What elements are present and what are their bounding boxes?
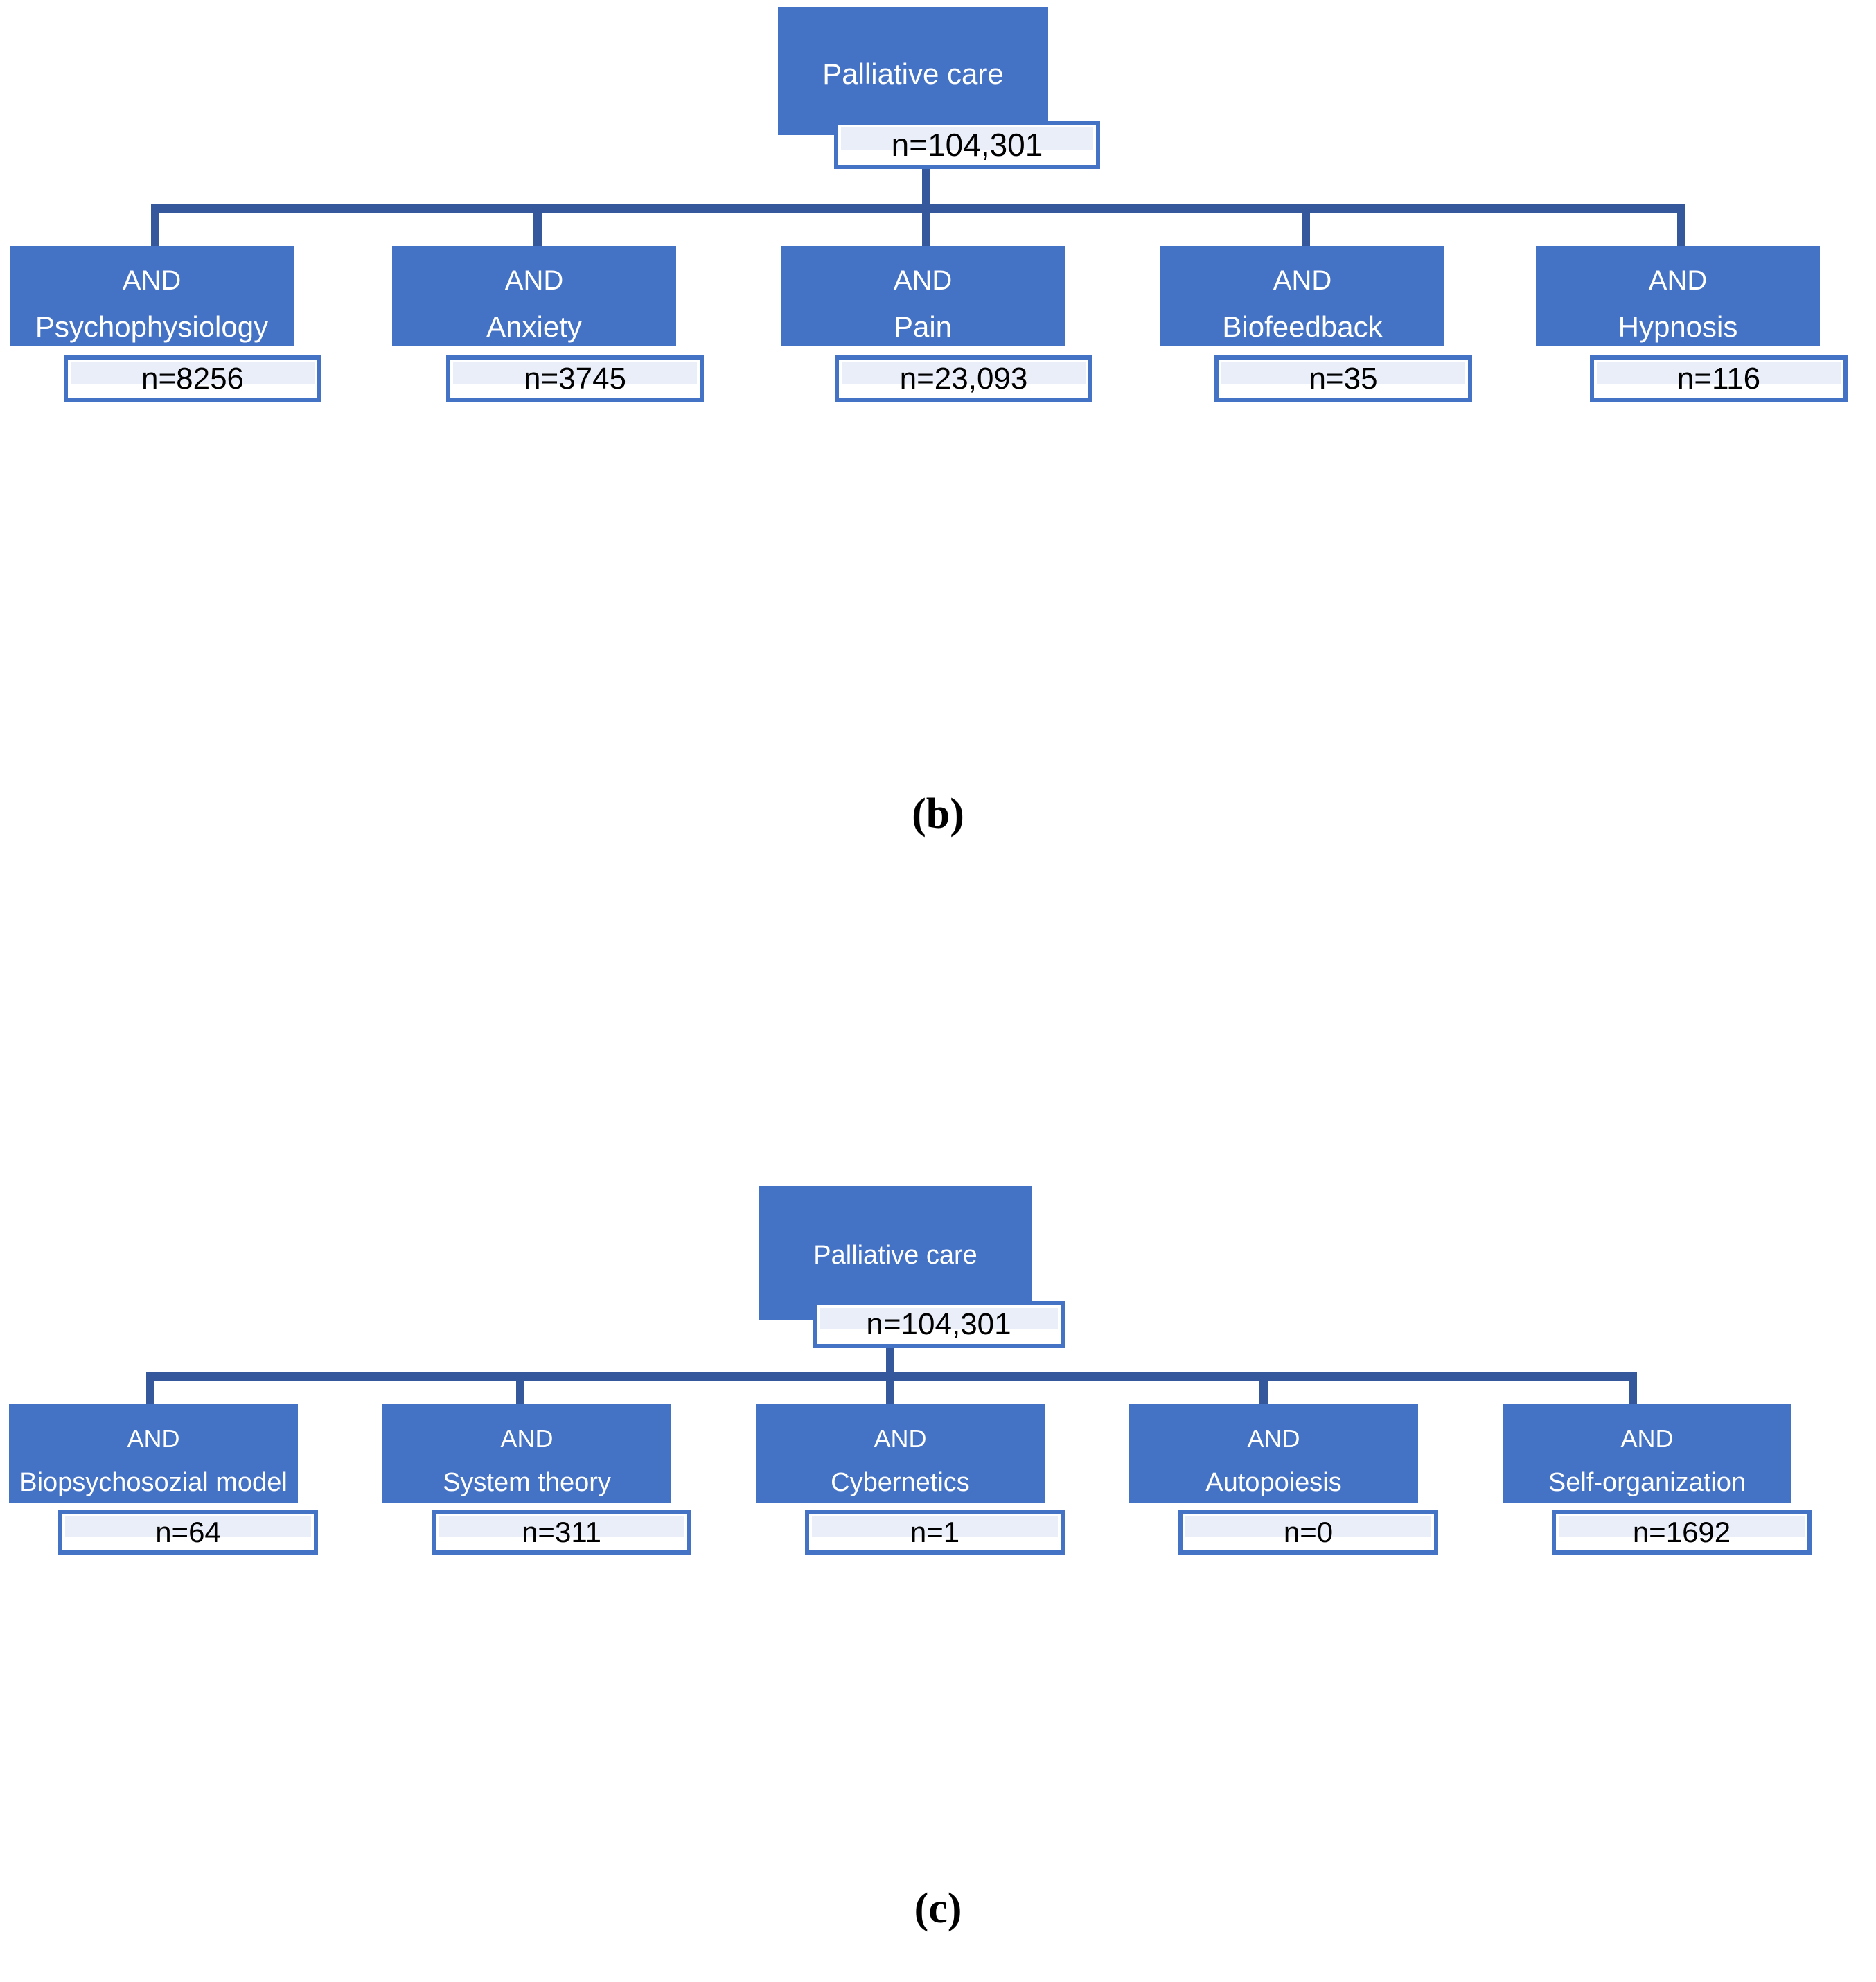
- root-node-box-c: Palliative care: [759, 1186, 1032, 1320]
- child-term-b-3: Pain: [893, 310, 953, 343]
- child-node-box-b-5: AND Hypnosis: [1536, 246, 1820, 346]
- child-count-box-c-3: n=1: [805, 1510, 1065, 1555]
- child-count-text-c-5: n=1692: [1632, 1515, 1731, 1548]
- connector-drop-1-b: [151, 204, 159, 247]
- root-count-highlight-c: [820, 1308, 1058, 1330]
- child-count-highlight-c-5: [1559, 1516, 1805, 1537]
- search-tree-panel-b: Palliative care n=104,301 AND Psychophys…: [0, 0, 1876, 901]
- root-node-label-c: Palliative care: [813, 1241, 977, 1270]
- child-term-b-4: Biofeedback: [1222, 310, 1383, 343]
- child-count-highlight-b-3: [842, 362, 1086, 384]
- root-node-box-b: Palliative care: [778, 7, 1048, 135]
- root-count-box-c: n=104,301: [813, 1301, 1065, 1348]
- child-operator-b-2: AND: [504, 265, 564, 296]
- child-count-box-b-1: n=8256: [64, 355, 321, 402]
- connector-drop-2-b: [533, 204, 542, 247]
- child-count-box-b-3: n=23,093: [835, 355, 1092, 402]
- child-term-b-1: Psychophysiology: [35, 310, 269, 343]
- child-count-text-b-4: n=35: [1309, 362, 1378, 396]
- child-operator-b-1: AND: [122, 265, 182, 296]
- child-count-box-b-5: n=116: [1590, 355, 1848, 402]
- child-count-highlight-b-1: [71, 362, 315, 384]
- child-term-b-5: Hypnosis: [1618, 310, 1738, 343]
- child-count-box-b-4: n=35: [1214, 355, 1472, 402]
- connector-drop-3-b: [922, 204, 930, 247]
- child-term-c-3: Cybernetics: [831, 1468, 970, 1497]
- child-node-box-c-1: AND Biopsychosozial model: [9, 1404, 298, 1503]
- child-count-box-c-5: n=1692: [1552, 1510, 1812, 1555]
- connector-drop-4-b: [1302, 204, 1310, 247]
- child-count-text-c-3: n=1: [910, 1515, 960, 1548]
- child-count-text-c-4: n=0: [1283, 1515, 1334, 1548]
- child-count-box-c-4: n=0: [1178, 1510, 1438, 1555]
- connector-drop-5-c: [1629, 1372, 1637, 1405]
- child-count-box-c-2: n=311: [432, 1510, 691, 1555]
- connector-root-stem-b: [922, 169, 930, 212]
- child-node-box-b-1: AND Psychophysiology: [10, 246, 294, 346]
- child-node-box-c-5: AND Self-organization: [1503, 1404, 1791, 1503]
- child-node-box-b-2: AND Anxiety: [392, 246, 676, 346]
- child-count-text-c-2: n=311: [522, 1515, 601, 1548]
- child-term-c-1: Biopsychosozial model: [19, 1468, 287, 1497]
- child-operator-c-3: AND: [874, 1424, 927, 1453]
- root-count-text-c: n=104,301: [866, 1307, 1011, 1341]
- child-operator-c-1: AND: [127, 1424, 180, 1453]
- child-operator-c-5: AND: [1620, 1424, 1674, 1453]
- connector-horizontal-bus-b: [151, 204, 1685, 213]
- child-operator-b-4: AND: [1273, 265, 1332, 296]
- child-count-text-b-5: n=116: [1676, 362, 1761, 396]
- connector-drop-2-c: [516, 1372, 524, 1405]
- connector-drop-5-b: [1677, 204, 1685, 247]
- child-node-box-b-3: AND Pain: [781, 246, 1065, 346]
- connector-root-stem-c: [886, 1348, 894, 1379]
- child-count-highlight-c-2: [439, 1516, 684, 1537]
- child-count-text-c-1: n=64: [155, 1515, 221, 1548]
- panel-caption-c: (c): [914, 1885, 962, 1932]
- child-count-highlight-c-3: [812, 1516, 1058, 1537]
- child-operator-b-5: AND: [1648, 265, 1708, 296]
- child-count-text-b-1: n=8256: [141, 362, 245, 396]
- child-count-highlight-b-5: [1597, 362, 1841, 384]
- connector-drop-1-c: [146, 1372, 154, 1405]
- root-count-box-b: n=104,301: [834, 121, 1100, 169]
- root-node-label-b: Palliative care: [822, 57, 1004, 90]
- root-count-text-b: n=104,301: [891, 127, 1043, 163]
- child-node-box-c-3: AND Cybernetics: [756, 1404, 1045, 1503]
- child-operator-b-3: AND: [893, 265, 953, 296]
- child-node-box-c-4: AND Autopoiesis: [1129, 1404, 1418, 1503]
- child-count-highlight-b-4: [1221, 362, 1465, 384]
- search-tree-panel-c: Palliative care n=104,301 AND Biopsychos…: [0, 1171, 1876, 1982]
- child-node-box-b-4: AND Biofeedback: [1160, 246, 1444, 346]
- child-count-text-b-3: n=23,093: [899, 362, 1028, 396]
- root-count-highlight-b: [841, 127, 1093, 150]
- child-count-box-b-2: n=3745: [446, 355, 704, 402]
- panel-caption-b: (b): [912, 790, 964, 838]
- child-operator-c-2: AND: [500, 1424, 554, 1453]
- connector-drop-4-c: [1259, 1372, 1268, 1405]
- child-operator-c-4: AND: [1247, 1424, 1300, 1453]
- child-node-box-c-2: AND System theory: [382, 1404, 671, 1503]
- child-count-highlight-c-1: [65, 1516, 311, 1537]
- child-term-c-2: System theory: [443, 1468, 611, 1497]
- child-term-c-5: Self-organization: [1548, 1468, 1746, 1497]
- child-term-b-2: Anxiety: [486, 310, 582, 343]
- child-count-highlight-b-2: [453, 362, 697, 384]
- child-count-highlight-c-4: [1185, 1516, 1431, 1537]
- child-count-text-b-2: n=3745: [523, 362, 627, 396]
- child-term-c-4: Autopoiesis: [1205, 1468, 1342, 1497]
- connector-drop-3-c: [886, 1372, 894, 1405]
- child-count-box-c-1: n=64: [58, 1510, 318, 1555]
